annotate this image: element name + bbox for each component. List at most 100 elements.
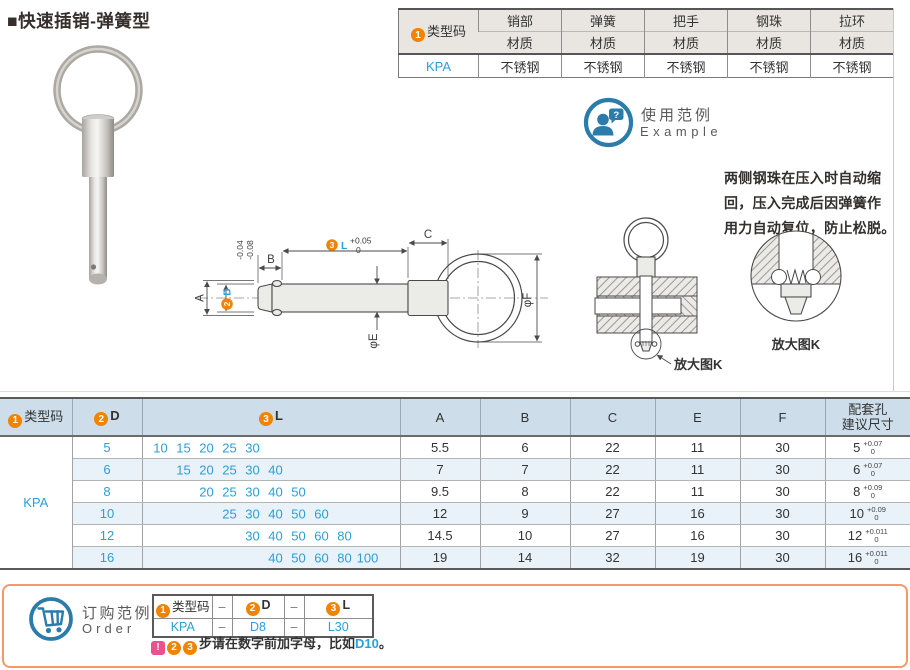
spec-header-hole: 配套孔 建议尺寸 (825, 398, 910, 437)
spec-header-a: A (400, 398, 481, 437)
l-tolerance-upper: +0.05 (350, 236, 372, 246)
dimension-view: A D 2 -0.04 -0.08 B 3 L +0.05 0 C φE (195, 229, 548, 349)
hole-value: 16 (847, 550, 863, 565)
spec-l-value: 80 (337, 528, 352, 543)
circled-1-icon: 1 (8, 413, 23, 428)
spec-l-value: 50 (291, 550, 306, 565)
spec-a-cell: 9.5 (400, 480, 481, 503)
spec-d-cell: 12 (72, 524, 143, 547)
spec-l-value: 30 (245, 528, 260, 543)
technical-drawing: A D 2 -0.04 -0.08 B 3 L +0.05 0 C φE (195, 217, 842, 372)
circled-3-digit: 3 (330, 240, 335, 250)
spring-icon (786, 268, 807, 286)
spec-header-c: C (570, 398, 656, 437)
spec-l-value: 40 (268, 462, 283, 477)
l-tolerance-lower: 0 (356, 245, 361, 255)
detail-callout-label: 放大图K (673, 357, 723, 372)
circled-2-icon: 2 (245, 601, 260, 616)
speech-bubble-tail (611, 119, 617, 124)
order-dash: – (283, 594, 305, 619)
tolerance-lower: 0 (870, 446, 875, 456)
material-sub-header: 材质 (810, 31, 894, 54)
hole-value: 5 (853, 440, 861, 455)
spec-l-value: 80 (337, 550, 352, 565)
material-sub-row: 材质材质材质材质材质 (399, 31, 894, 54)
spec-c-cell: 22 (570, 436, 656, 459)
installed-view: 放大图K (594, 217, 723, 372)
spec-e-cell: 16 (655, 502, 741, 525)
order-header-d-label: D (261, 598, 271, 612)
description-line: 回，压入完成后因弹簧作 (724, 195, 882, 211)
spec-b-cell: 6 (480, 436, 571, 459)
description-line: 用力自动复位，防止松脱。 (724, 220, 896, 236)
tolerance-lower: 0 (870, 468, 875, 478)
spec-c-cell: 22 (570, 458, 656, 481)
spec-l-value: 30 (245, 506, 260, 521)
cart-icon (29, 597, 73, 641)
material-code-value[interactable]: KPA (398, 53, 479, 78)
spec-a-cell: 7 (400, 458, 481, 481)
detail-k-label: 放大图K (771, 337, 821, 352)
tolerance-upper: +0.09 (863, 482, 883, 492)
material-part-header: 销部 (478, 9, 562, 32)
order-value-row: KPA – D8 – L30 (152, 617, 374, 637)
spec-code-cell[interactable]: KPA (0, 436, 73, 570)
spec-l-value: 40 (268, 528, 283, 543)
detail-callout-circle (630, 328, 662, 360)
spec-header-f: F (740, 398, 826, 437)
material-sub-header: 材质 (478, 31, 562, 54)
spec-l-value: 20 (199, 484, 214, 499)
spec-l-value: 50 (291, 484, 306, 499)
example-badge-icon: ? (583, 97, 634, 148)
tolerance-upper: +0.07 (863, 460, 883, 470)
material-part-header: 把手 (644, 9, 728, 32)
order-note-link[interactable]: D10 (355, 636, 379, 651)
spec-l-value: 100 (356, 550, 379, 565)
spec-b-cell: 7 (480, 458, 571, 481)
pin-photo-tip (89, 273, 107, 285)
order-note-text: 步请在数字前加字母，比如 (199, 636, 356, 651)
dim-d-label: D (222, 288, 234, 296)
spec-d-cell: 5 (72, 436, 143, 459)
spec-header-e: E (655, 398, 741, 437)
spec-c-cell: 27 (570, 502, 656, 525)
spec-a-cell: 5.5 (400, 436, 481, 459)
spec-l-value: 40 (268, 484, 283, 499)
spec-e-cell: 11 (655, 458, 741, 481)
hole-header-line1: 配套孔 (848, 402, 888, 417)
material-value: 不锈钢 (644, 53, 728, 78)
spec-f-cell: 30 (740, 546, 826, 569)
material-part-header: 钢珠 (727, 9, 811, 32)
person-body-icon (592, 126, 614, 136)
spec-b-cell: 9 (480, 502, 571, 525)
tolerance-lower: 0 (874, 534, 879, 544)
order-subtitle: Order (82, 621, 136, 636)
spec-e-cell: 11 (655, 480, 741, 503)
spec-l-value: 30 (245, 484, 260, 499)
circled-2-icon: 2 (167, 640, 181, 655)
material-sub-header: 材质 (561, 31, 645, 54)
speech-bubble-icon (609, 108, 624, 120)
person-icon (597, 113, 609, 126)
spec-e-cell: 19 (655, 546, 741, 569)
spec-f-cell: 30 (740, 480, 826, 503)
